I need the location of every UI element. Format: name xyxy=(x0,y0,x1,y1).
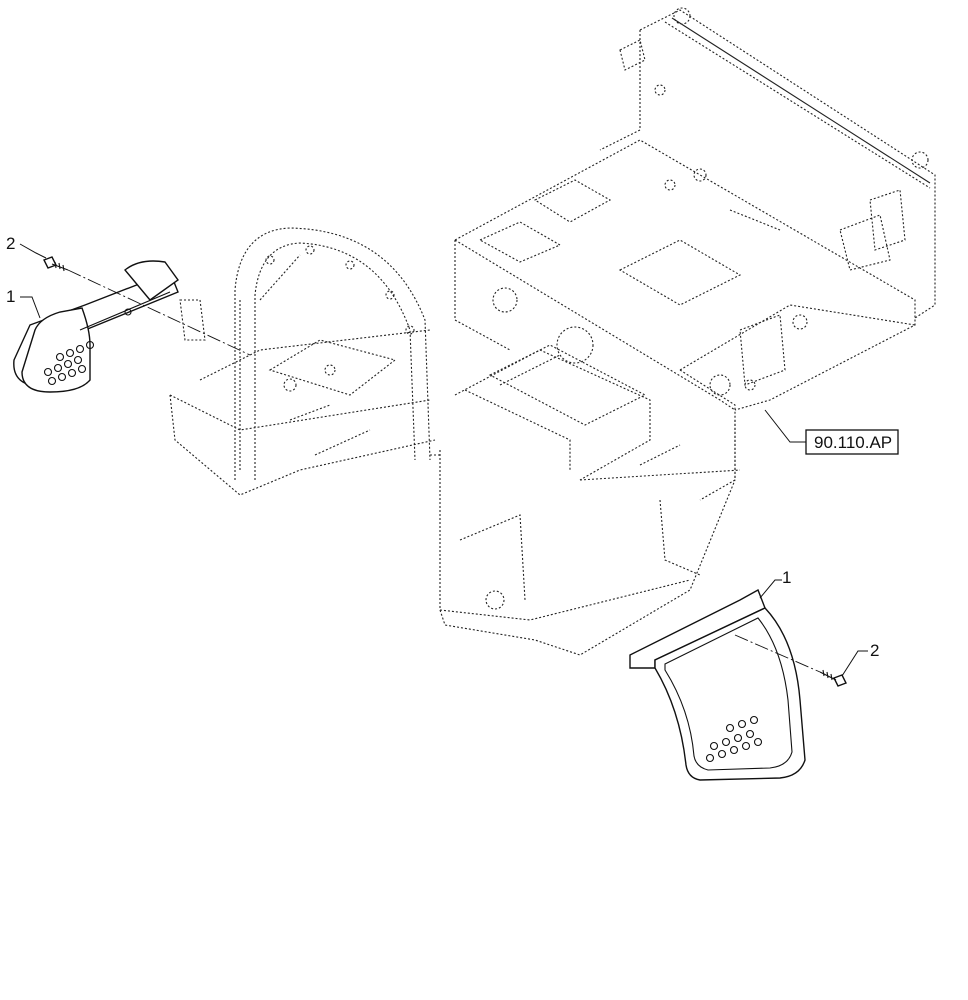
left-step-tread-holes xyxy=(43,340,95,386)
svg-text:2: 2 xyxy=(870,641,879,660)
reference-label: 90.110.AP xyxy=(814,433,892,452)
svg-text:1: 1 xyxy=(782,568,791,587)
right-bolt-callout: 2 xyxy=(841,641,879,677)
right-step-assembly xyxy=(629,588,806,781)
left-step-assembly xyxy=(13,260,179,393)
svg-text:2: 2 xyxy=(6,234,15,253)
left-bolt-callout: 2 xyxy=(6,234,47,259)
left-bolt xyxy=(43,256,69,272)
left-step-callout: 1 xyxy=(6,287,41,319)
svg-text:1: 1 xyxy=(6,287,15,306)
left-assembly-centerline xyxy=(67,269,251,356)
reference-box[interactable]: 90.110.AP xyxy=(764,409,899,455)
chassis-frame xyxy=(169,7,936,656)
right-bolt xyxy=(819,669,847,687)
right-step-callout: 1 xyxy=(759,568,791,599)
right-step-tread-holes xyxy=(705,715,763,763)
right-assembly-centerline xyxy=(734,634,821,673)
